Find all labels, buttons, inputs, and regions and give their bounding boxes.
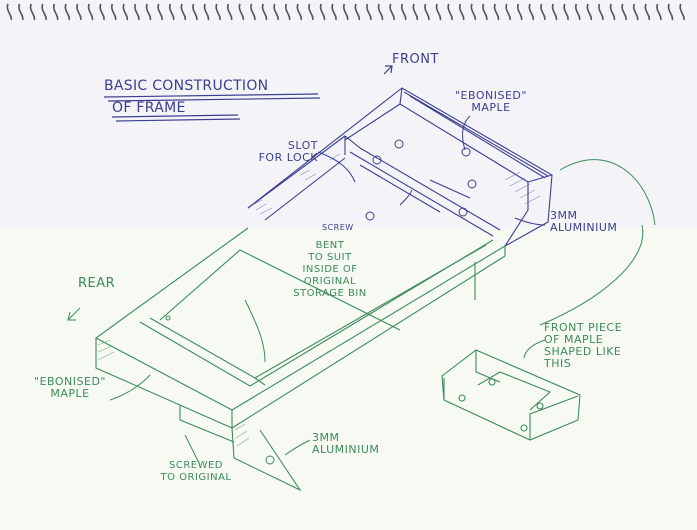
spiral-loop xyxy=(308,3,314,21)
spiral-loop xyxy=(250,3,256,21)
spiral-loop xyxy=(203,3,210,21)
spiral-loop xyxy=(296,3,303,21)
spiral-loop xyxy=(482,3,488,21)
spiral-loop xyxy=(667,3,674,21)
spiral-loop xyxy=(134,3,140,21)
label-screwed-to-original: SCREWED TO ORIGINAL xyxy=(160,460,232,483)
spiral-loop xyxy=(656,3,662,21)
spiral-loop xyxy=(563,3,569,21)
spiral-loop xyxy=(621,3,627,21)
spiral-loop xyxy=(226,3,233,21)
label-aluminium-top: 3MM ALUMINIUM xyxy=(550,209,618,234)
spiral-loop xyxy=(389,3,395,21)
screw-holes-lower xyxy=(165,315,275,465)
spiral-loop xyxy=(180,3,187,21)
shading-lower xyxy=(97,339,250,447)
spiral-loop xyxy=(540,3,546,21)
front-piece-sketch xyxy=(441,349,581,441)
spiral-loop xyxy=(598,3,604,21)
spiral-loop xyxy=(157,3,163,21)
spiral-loop xyxy=(679,3,685,21)
screw-holes-upper xyxy=(365,139,477,221)
label-rear: REAR xyxy=(78,276,116,291)
spiral-loop xyxy=(122,3,129,21)
spiral-loop xyxy=(342,3,349,21)
spiral-loop xyxy=(284,3,291,21)
spiral-loop xyxy=(99,3,105,21)
leaders-upper xyxy=(317,115,546,226)
spiral-loop xyxy=(331,3,337,21)
spiral-loop xyxy=(41,3,47,21)
label-bent-note: BENT TO SUIT INSIDE OF ORIGINAL STORAGE … xyxy=(293,240,367,299)
spiral-loop xyxy=(215,3,221,21)
spiral-loop xyxy=(609,3,616,21)
label-slot-for-lock: SLOT FOR LOCK xyxy=(258,139,318,164)
spiral-loop xyxy=(528,3,535,21)
label-screw: SCREW xyxy=(322,223,354,232)
label-ebonised-maple-left: "EBONISED" MAPLE xyxy=(34,375,106,400)
front-arrow xyxy=(383,65,393,75)
spiral-loop xyxy=(574,3,581,21)
spiral-loop xyxy=(273,3,279,21)
spiral-loop xyxy=(168,3,175,21)
paper-top-section xyxy=(0,0,697,228)
page-title-line-1: BASIC CONSTRUCTION xyxy=(104,78,269,94)
spiral-loop xyxy=(238,3,245,21)
frame-upper xyxy=(247,87,553,247)
leaders-lower xyxy=(67,159,656,466)
spiral-loop xyxy=(354,3,361,21)
spiral-loop xyxy=(261,3,268,21)
label-ebonised-maple-top: "EBONISED" MAPLE xyxy=(455,89,527,114)
spiral-loop xyxy=(516,3,523,21)
spiral-loop xyxy=(505,3,511,21)
spiral-loop xyxy=(644,3,651,21)
spiral-loop xyxy=(87,3,94,21)
spiral-loop xyxy=(76,3,82,21)
spiral-loop xyxy=(192,3,198,21)
spiral-loop xyxy=(435,3,442,21)
spiral-loop xyxy=(6,3,13,21)
spiral-binding-icon xyxy=(6,3,685,21)
spiral-loop xyxy=(319,3,326,21)
shading-upper xyxy=(251,153,541,215)
spiral-loop xyxy=(18,3,24,21)
spiral-loop xyxy=(110,3,117,21)
spiral-loop xyxy=(377,3,384,21)
title-underlines xyxy=(103,93,321,122)
label-front: FRONT xyxy=(392,52,439,67)
spiral-loop xyxy=(412,3,419,21)
spiral-loop xyxy=(145,3,152,21)
spiral-loop xyxy=(29,3,36,21)
page-title-line-2: OF FRAME xyxy=(112,100,186,116)
spiral-loop xyxy=(632,3,639,21)
spiral-loop xyxy=(447,3,453,21)
label-aluminium-bottom: 3MM ALUMINIUM xyxy=(312,431,380,456)
spiral-loop xyxy=(52,3,59,21)
spiral-loop xyxy=(470,3,477,21)
spiral-loop xyxy=(458,3,465,21)
spiral-loop xyxy=(64,3,71,21)
spiral-loop xyxy=(424,3,430,21)
spiral-loop xyxy=(493,3,500,21)
paper-bottom-section xyxy=(0,228,697,530)
spiral-loop xyxy=(551,3,558,21)
spiral-loop xyxy=(366,3,372,21)
spiral-loop xyxy=(400,3,407,21)
frame-lower xyxy=(95,227,506,492)
spiral-loop xyxy=(586,3,593,21)
label-front-piece: FRONT PIECE OF MAPLE SHAPED LIKE THIS xyxy=(544,321,623,370)
